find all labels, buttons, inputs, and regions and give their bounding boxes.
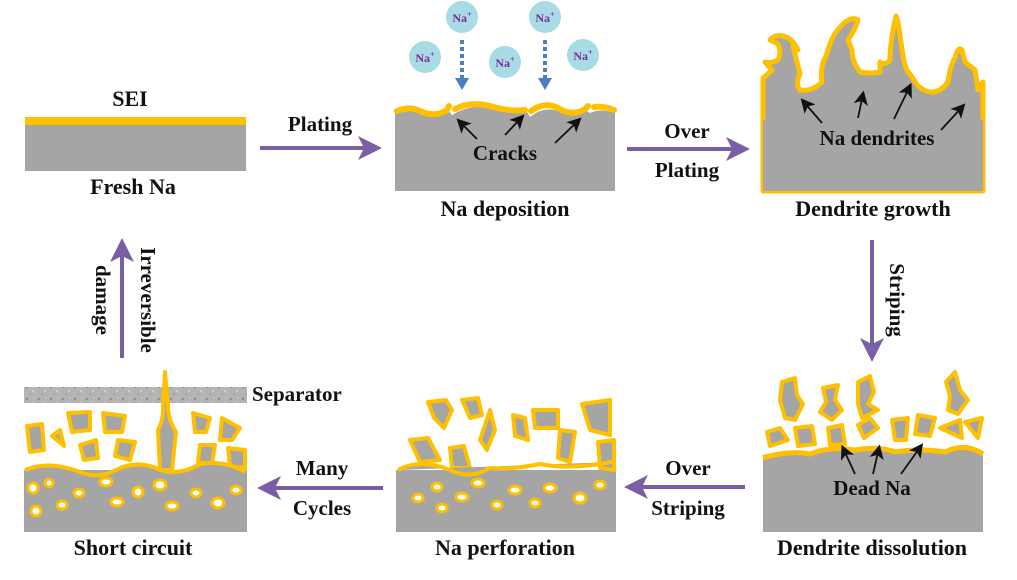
panel-na-deposition: Na+ Na+ Na+ Na+ Na+ (394, 1, 617, 221)
caption-na-perforation: Na perforation (435, 535, 575, 560)
annotation-na-dendrites: Na dendrites (820, 126, 935, 150)
arrow-plating-label: Plating (288, 112, 353, 136)
porous-sodium-fragments (397, 396, 616, 477)
arrow-striping: Striping (860, 240, 909, 362)
pointer-arrow-icon (456, 118, 478, 140)
svg-text:Na+: Na+ (535, 10, 555, 25)
arrow-many-cycles-line1: Many (296, 456, 349, 480)
crack-pointer-arrows (456, 114, 582, 144)
arrow-over-plating-line2: Plating (655, 158, 720, 182)
voids-in-sodium (411, 477, 607, 514)
pointer-arrow-icon (940, 103, 966, 131)
dendrite-pointer-arrows (800, 82, 966, 131)
arrow-over-striping-line2: Striping (651, 496, 725, 520)
penetrating-dendrite (156, 370, 178, 472)
arrow-irreversible-line2: damage (91, 265, 115, 335)
arrow-plating: Plating (260, 112, 382, 160)
pointer-arrow-icon (869, 444, 884, 475)
arrow-many-cycles-line2: Cycles (293, 496, 351, 520)
arrow-irreversible-damage: Irreversible damage (91, 238, 160, 358)
caption-short-circuit: Short circuit (74, 535, 193, 560)
panel-na-perforation: Na perforation (396, 396, 616, 560)
sodium-metal-block (395, 106, 615, 191)
svg-text:Na+: Na+ (573, 48, 593, 63)
caption-fresh-na: Fresh Na (90, 174, 176, 199)
sodium-metal-block (763, 120, 983, 191)
arrow-over-plating: Over Plating (627, 119, 750, 182)
arrow-over-striping-line1: Over (665, 456, 710, 480)
annotation-dead-na: Dead Na (833, 476, 911, 500)
dead-na-fragments (765, 370, 984, 448)
caption-dendrite-growth: Dendrite growth (795, 196, 950, 221)
svg-text:Na+: Na+ (495, 55, 515, 70)
sodium-metal-block (763, 445, 983, 532)
pointer-arrow-icon (893, 82, 912, 120)
panel-dendrite-growth: Na dendrites Dendrite growth (760, 13, 986, 221)
caption-dendrite-dissolution: Dendrite dissolution (777, 535, 967, 560)
ion-4: Na+ (529, 1, 561, 33)
separator-label: Separator (252, 382, 342, 406)
porous-sodium-fragments (24, 410, 247, 478)
pointer-arrow-icon (800, 98, 823, 124)
panel-fresh-na: SEI Fresh Na (25, 86, 246, 199)
sei-label: SEI (112, 86, 147, 111)
svg-text:Na+: Na+ (415, 50, 435, 65)
ion-1: Na+ (409, 41, 441, 73)
arrow-striping-label: Striping (885, 263, 909, 337)
svg-text:Na+: Na+ (452, 10, 472, 25)
sodium-ions: Na+ Na+ Na+ Na+ Na+ (409, 1, 599, 78)
panel-dendrite-dissolution: Dead Na Dendrite dissolution (762, 370, 985, 560)
pointer-arrow-icon (900, 443, 924, 475)
annotation-cracks: Cracks (473, 141, 537, 165)
pointer-arrow-icon (504, 114, 525, 136)
arrow-irreversible-line1: Irreversible (136, 247, 160, 353)
voids-in-sodium (26, 476, 243, 518)
ion-2: Na+ (446, 1, 478, 33)
ion-3: Na+ (489, 46, 521, 78)
sei-layer (25, 117, 246, 125)
pointer-arrow-icon (840, 444, 856, 475)
sodium-metal-block (25, 125, 246, 171)
cracked-sei-layer (394, 101, 617, 118)
pointer-arrow-icon (853, 90, 868, 119)
panel-short-circuit: Separator (24, 370, 342, 560)
pointer-arrow-icon (554, 117, 582, 144)
ion-5: Na+ (567, 39, 599, 71)
arrow-over-plating-line1: Over (664, 119, 709, 143)
arrow-over-striping: Over Striping (624, 456, 745, 520)
ion-flux-arrows (455, 40, 552, 90)
arrow-many-cycles: Many Cycles (257, 456, 383, 520)
dead-na-pointer-arrows (840, 443, 924, 475)
separator-membrane (24, 387, 247, 403)
caption-na-deposition: Na deposition (441, 196, 570, 221)
